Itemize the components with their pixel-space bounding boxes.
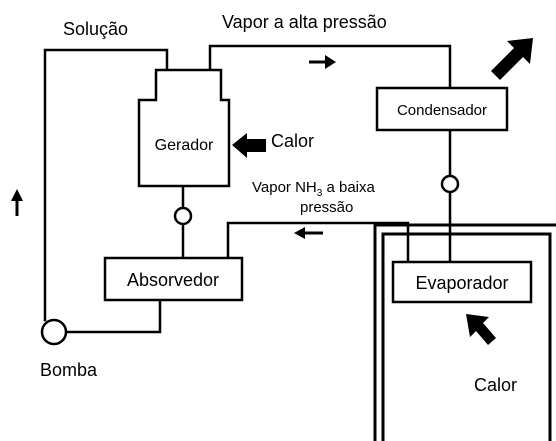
high-pressure-vapor-label: Vapor a alta pressão xyxy=(222,12,387,32)
cold-space-enclosure xyxy=(373,223,556,441)
arrow-up-icon xyxy=(11,189,23,216)
generator-label: Gerador xyxy=(155,137,214,154)
vapor-nh-text: Vapor NH xyxy=(252,179,317,196)
heat-out-arrow-icon xyxy=(491,38,533,80)
heat-generator-label: Calor xyxy=(271,131,314,151)
heat-evaporator-label: Calor xyxy=(474,375,517,395)
low-pressure-vapor-label: Vapor NH3 a baixa xyxy=(252,179,376,199)
high-pressure-vapor-line xyxy=(208,44,452,90)
evaporator-block xyxy=(391,260,533,304)
absorber-block xyxy=(103,256,244,302)
heat-in-arrow-icon xyxy=(232,133,266,158)
vapor-nh-suffix: a baixa xyxy=(322,179,375,196)
generator-block xyxy=(137,68,231,188)
arrow-right-icon xyxy=(309,55,336,69)
pump-icon xyxy=(40,318,68,346)
heat-in-diagonal-arrow-icon xyxy=(466,314,496,345)
pump-label: Bomba xyxy=(40,360,98,380)
condenser-block xyxy=(375,86,509,132)
evaporator-label: Evaporador xyxy=(415,273,508,293)
enclosure-inner-wall xyxy=(381,232,552,441)
arrow-left-icon xyxy=(294,227,323,239)
absorber-label: Absorvedor xyxy=(127,270,219,290)
condenser-label: Condensador xyxy=(397,102,487,119)
pipes xyxy=(43,44,452,334)
low-pressure-vapor-line xyxy=(226,221,410,264)
absorber-to-pump-line xyxy=(64,298,162,334)
solution-line xyxy=(43,48,169,322)
enclosure-outer-wall xyxy=(373,223,556,441)
vapor-nh-subscript: 3 xyxy=(317,188,323,199)
valve-icon xyxy=(440,174,460,194)
solution-label: Solução xyxy=(63,19,128,39)
pressure-label: pressão xyxy=(300,199,353,216)
valve-icon xyxy=(173,206,193,226)
